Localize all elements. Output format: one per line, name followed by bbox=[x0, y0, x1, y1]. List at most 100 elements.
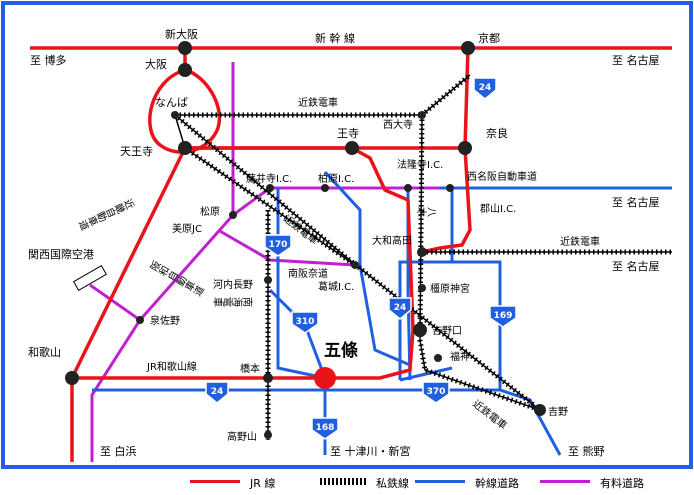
legend: JR 線 私鉄線 幹線道路 有料道路 bbox=[0, 468, 694, 495]
vertical-labels: 近畿自動車道 阪和自動車道 南海電車 八木 bbox=[76, 195, 437, 307]
label-yoshino: 吉野 bbox=[548, 406, 568, 418]
svg-text:169: 169 bbox=[494, 311, 513, 321]
ic-dot-katsuragi bbox=[351, 261, 359, 269]
label-kintetsu-3: 近鉄電車 bbox=[560, 235, 600, 248]
station-dot-shin-osaka bbox=[178, 41, 192, 55]
label-namba: なんば bbox=[155, 96, 188, 109]
jr-lines bbox=[30, 46, 672, 462]
airport-connector bbox=[89, 283, 141, 322]
label-kinki-expressway: 近畿自動車道 bbox=[76, 195, 137, 232]
shield-24-mid: 24 bbox=[388, 297, 412, 320]
legend-swatch-trunk bbox=[415, 480, 465, 483]
label-dest-nagoya-3: 至 名古屋 bbox=[612, 259, 660, 273]
label-dest-nagoya-2: 至 名古屋 bbox=[612, 195, 660, 209]
airport-icon bbox=[72, 264, 108, 292]
label-dest-kumano: 至 熊野 bbox=[568, 444, 605, 458]
shield-170: 170 bbox=[264, 234, 292, 257]
legend-item-jr: JR 線 bbox=[190, 475, 320, 490]
station-dot-izumisano bbox=[136, 316, 144, 324]
route-169 bbox=[398, 260, 502, 390]
label-hanwa-expressway: 阪和自動車道 bbox=[146, 259, 205, 300]
shield-310: 310 bbox=[291, 311, 319, 334]
sakurai-line bbox=[421, 147, 472, 254]
label-dest-hakata: 至 博多 bbox=[30, 53, 67, 67]
route-24-south bbox=[92, 388, 562, 456]
legend-label-toll: 有料道路 bbox=[600, 477, 644, 490]
svg-text:170: 170 bbox=[269, 240, 288, 250]
station-dot-oji bbox=[345, 141, 359, 155]
svg-text:168: 168 bbox=[316, 423, 335, 433]
station-dot-nara bbox=[458, 141, 472, 155]
label-dest-shirahama: 至 白浜 bbox=[100, 444, 137, 458]
ic-dot-koriyama bbox=[446, 184, 454, 192]
legend-label-private: 私鉄線 bbox=[376, 477, 409, 490]
label-dest-totsukawa: 至 十津川・新宮 bbox=[330, 444, 411, 458]
label-jr-wakayama: JR和歌山線 bbox=[146, 360, 197, 373]
map-labels: 新大阪 大阪 なんば 天王寺 王寺 京都 奈良 西大寺 大和高田 橿原神宮 吉野… bbox=[28, 27, 660, 458]
shield-370: 370 bbox=[422, 381, 450, 404]
label-shin-osaka: 新大阪 bbox=[165, 27, 198, 41]
trunk-roads bbox=[92, 80, 672, 456]
label-kashiwara-ic: 柏原I.C. bbox=[318, 172, 354, 185]
label-koriyama-ic: 郡山I.C. bbox=[480, 203, 516, 215]
station-markers bbox=[65, 41, 546, 439]
svg-text:310: 310 bbox=[296, 317, 315, 327]
label-tennoji: 天王寺 bbox=[120, 145, 153, 158]
label-kintetsu-4: 近鉄電車 bbox=[470, 397, 510, 432]
station-dot-matsubara bbox=[229, 211, 237, 219]
hanwa-line bbox=[70, 147, 187, 379]
label-minami-hanna: 南阪奈道 bbox=[288, 267, 328, 280]
label-yoshinoguchi: 吉野口 bbox=[432, 325, 462, 337]
legend-swatch-private bbox=[320, 478, 366, 485]
station-dot-tennoji bbox=[178, 141, 192, 155]
station-dot-kyoto bbox=[461, 41, 475, 55]
station-dot-namba bbox=[171, 111, 179, 119]
label-kyoto: 京都 bbox=[478, 31, 500, 45]
legend-label-trunk: 幹線道路 bbox=[475, 477, 519, 490]
label-kawachinagano: 河内長野 bbox=[213, 278, 253, 291]
legend-item-toll: 有料道路 bbox=[540, 475, 680, 490]
station-dot-yoshinoguchi bbox=[413, 323, 427, 337]
station-dot-wakayama bbox=[65, 371, 79, 385]
label-yamatotakada: 大和高田 bbox=[372, 234, 412, 247]
label-nankai: 南海電車 bbox=[212, 295, 254, 307]
station-dot-nishioji bbox=[418, 111, 426, 119]
ic-dot-kashiwara bbox=[321, 184, 329, 192]
label-katsuragi-ic: 葛城I.C. bbox=[318, 280, 354, 293]
label-nara: 奈良 bbox=[486, 126, 508, 140]
shield-169: 169 bbox=[489, 305, 517, 328]
station-dot-kawachinagano bbox=[264, 276, 272, 284]
label-dest-nagoya-1: 至 名古屋 bbox=[612, 53, 660, 67]
legend-item-private: 私鉄線 bbox=[320, 475, 430, 490]
label-fukugami: 福神 bbox=[450, 350, 470, 363]
station-dot-gojo bbox=[314, 367, 336, 389]
label-nishi-meihan: 西名阪自動車道 bbox=[467, 170, 537, 183]
legend-label-jr: JR 線 bbox=[250, 477, 276, 490]
svg-text:370: 370 bbox=[427, 387, 446, 397]
station-dot-yoshino bbox=[534, 404, 546, 416]
route-shields: 24 170 24 310 169 24 370 168 bbox=[205, 77, 517, 440]
label-izumisano: 泉佐野 bbox=[150, 314, 180, 327]
label-gojo: 五條 bbox=[324, 340, 358, 361]
shield-24-top: 24 bbox=[473, 77, 497, 100]
label-shinkansen: 新 幹 線 bbox=[315, 31, 355, 45]
legend-swatch-toll bbox=[540, 480, 590, 483]
station-dot-osaka bbox=[178, 63, 192, 77]
label-mihara-jc: 美原JC bbox=[172, 222, 202, 235]
station-dot-kashiharajingu bbox=[418, 284, 426, 292]
label-oji: 王寺 bbox=[337, 127, 359, 140]
label-fujiidera-ic: 藤井寺I.C. bbox=[246, 172, 292, 185]
svg-text:24: 24 bbox=[394, 303, 407, 313]
map-frame bbox=[1, 1, 693, 469]
ic-dot-horyuji bbox=[404, 184, 412, 192]
station-dot-koyasan bbox=[264, 431, 272, 439]
station-dot-yamatotakada bbox=[417, 247, 427, 257]
label-kashiharajingu: 橿原神宮 bbox=[430, 282, 470, 295]
label-koyasan: 高野山 bbox=[227, 430, 257, 443]
label-wakayama: 和歌山 bbox=[28, 345, 61, 359]
shield-24-bot: 24 bbox=[205, 381, 229, 404]
label-kintetsu-1: 近鉄電車 bbox=[298, 96, 338, 109]
label-osaka: 大阪 bbox=[145, 57, 167, 71]
label-nishioji: 西大寺 bbox=[383, 118, 413, 131]
